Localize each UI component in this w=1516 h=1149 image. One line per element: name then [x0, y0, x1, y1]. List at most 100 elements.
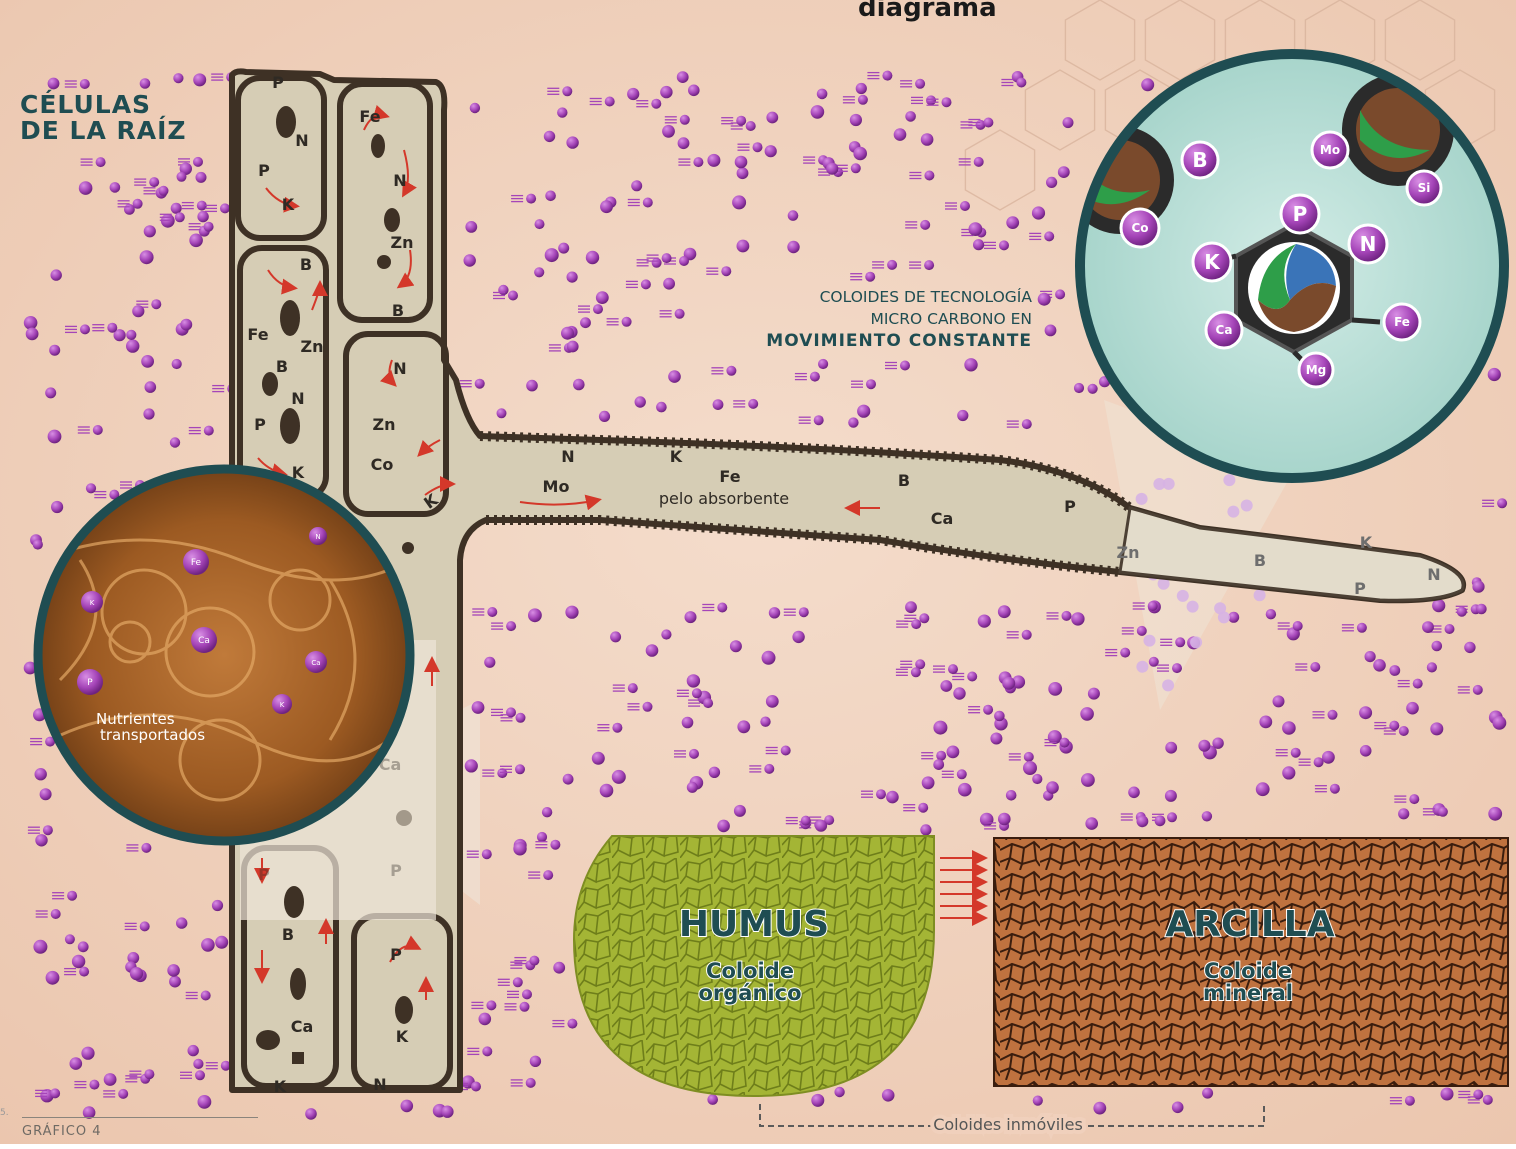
particle-dot	[1266, 609, 1276, 619]
particle-dot	[656, 402, 667, 413]
particle-dot	[610, 631, 621, 642]
particle-dot	[1074, 383, 1084, 393]
colloids-caption: COLOIDES DE TECNOLOGÍA MICRO CARBONO EN …	[700, 286, 1032, 352]
particle-dot	[1476, 604, 1487, 615]
particle-dot	[980, 813, 994, 827]
particle-dot	[978, 615, 991, 628]
cell-nutrient: Zn	[391, 233, 414, 252]
particle-dot	[1406, 702, 1419, 715]
particle-dot	[1063, 117, 1074, 128]
cell-nutrient: Fe	[247, 325, 268, 344]
cell-nutrient: P	[390, 861, 402, 880]
particle-dot	[48, 78, 60, 90]
particle-faded	[1136, 661, 1148, 673]
colloids-line2: MICRO CARBONO EN	[700, 308, 1032, 330]
particle-dot	[766, 112, 778, 124]
svg-text:K: K	[280, 701, 285, 709]
particle-dot	[969, 222, 983, 236]
particle-dot	[51, 269, 62, 280]
particle-dot	[1493, 716, 1507, 730]
cell-nutrient: B	[392, 301, 404, 320]
particle-dot	[1259, 716, 1272, 729]
particle-dot	[141, 355, 154, 368]
soil-ion: K	[81, 591, 103, 613]
humus-subtitle-2: orgánico	[698, 981, 801, 1005]
ion-k: K	[1193, 243, 1231, 281]
particle-dot	[973, 239, 984, 250]
humus-subtitle-1: Coloide	[706, 959, 794, 983]
particle-dot	[894, 128, 907, 141]
particle-dot	[769, 607, 780, 618]
particle-dot	[905, 601, 917, 613]
cell-nutrient: P	[390, 945, 402, 964]
particle-dot	[940, 680, 952, 692]
particle-dot	[707, 154, 720, 167]
particle-faded	[1162, 679, 1174, 691]
ion-ca: Ca	[1206, 312, 1242, 348]
particle-dot	[612, 770, 626, 784]
particle-dot	[465, 759, 478, 772]
cell-nutrient: P	[254, 415, 266, 434]
particle-dot	[1359, 706, 1372, 719]
particle-dot	[464, 254, 476, 266]
particle-dot	[177, 172, 187, 182]
particle-dot	[1137, 815, 1149, 827]
particle-dot	[663, 278, 675, 290]
soil-ion: P	[77, 669, 103, 695]
cell-nutrient: N	[291, 389, 304, 408]
ion-mo: Mo	[1312, 132, 1348, 168]
particle-dot	[173, 73, 183, 83]
particle-dot	[81, 1047, 94, 1060]
cell-nutrient: Ca	[291, 1017, 314, 1036]
svg-text:Ca: Ca	[1216, 323, 1233, 337]
ion-co: Co	[1121, 209, 1159, 247]
cell-nutrient: Fe	[359, 107, 380, 126]
particle-dot	[40, 788, 52, 800]
clay-subtitle-2: mineral	[1203, 981, 1293, 1005]
particle-faded	[1153, 478, 1165, 490]
particle-dot	[817, 89, 828, 100]
root-cells-title-line1: CÉLULAS	[20, 92, 187, 118]
particle-dot	[920, 824, 931, 835]
particle-dot	[1427, 662, 1437, 672]
particle-dot	[33, 539, 43, 549]
particle-dot	[126, 330, 136, 340]
particle-dot	[964, 358, 977, 371]
svg-text:K: K	[1204, 250, 1221, 274]
particle-dot	[660, 86, 672, 98]
particle-dot	[998, 813, 1011, 826]
particle-dot	[592, 752, 605, 765]
particle-dot	[1165, 790, 1177, 802]
particle-dot	[545, 191, 556, 202]
particle-dot	[1038, 293, 1051, 306]
svg-text:N: N	[315, 533, 320, 541]
clay-title: ARCILLA	[1165, 904, 1334, 945]
particle-dot	[526, 380, 538, 392]
particle-dot	[196, 172, 207, 183]
particle-dot	[197, 211, 208, 222]
particle-dot	[49, 345, 60, 356]
particle-dot	[132, 305, 144, 317]
particle-dot	[193, 1059, 203, 1069]
particle-dot	[1472, 581, 1484, 593]
particle-dot	[685, 611, 697, 623]
root-cells-title: CÉLULAS DE LA RAÍZ	[20, 92, 187, 144]
particle-dot	[1256, 782, 1270, 796]
particle-dot	[933, 721, 947, 735]
particle-dot	[176, 917, 187, 928]
particle-dot	[65, 934, 75, 944]
particle-dot	[51, 501, 63, 513]
particle-dot	[530, 1056, 541, 1067]
hair-nutrient: K	[1360, 533, 1373, 552]
particle-dot	[140, 78, 151, 89]
particle-dot	[537, 832, 547, 842]
particle-dot	[1273, 695, 1285, 707]
particle-dot	[1081, 773, 1095, 787]
particle-dot	[886, 791, 899, 804]
svg-text:Co: Co	[1131, 221, 1148, 235]
particle-dot	[586, 251, 599, 264]
hair-nutrient: Fe	[719, 467, 740, 486]
hair-nutrient: K	[670, 447, 683, 466]
particle-dot	[682, 717, 694, 729]
particle-dot	[688, 85, 700, 97]
